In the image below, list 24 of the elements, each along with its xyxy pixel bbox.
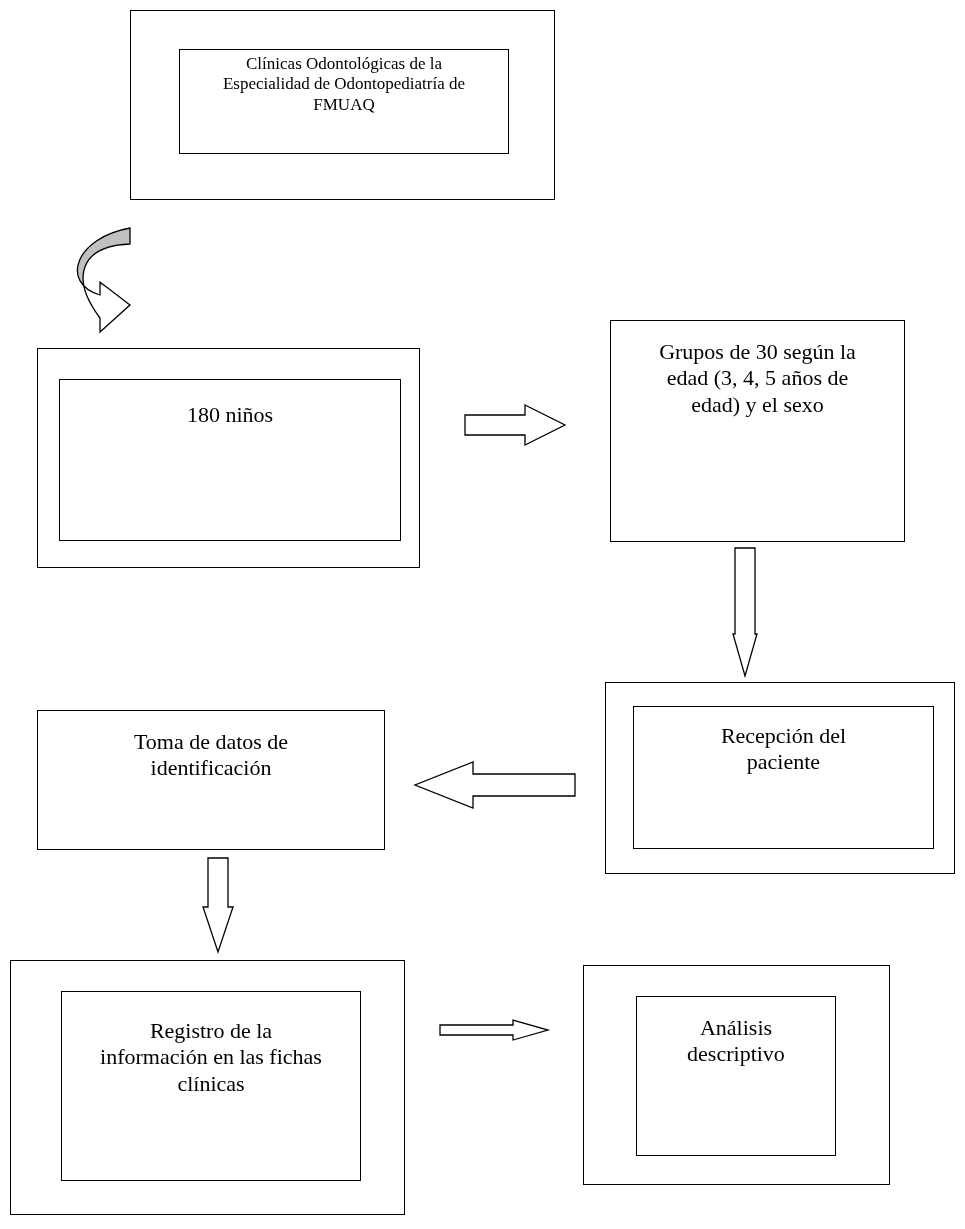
process-box bbox=[610, 320, 905, 542]
box-text: Grupos de 30 según la edad (3, 4, 5 años de edad) y el sexo bbox=[658, 339, 857, 419]
outer-frame-box bbox=[605, 682, 955, 874]
process-box bbox=[59, 379, 401, 541]
box-text: Análisis descriptivo bbox=[686, 1015, 786, 1068]
process-box bbox=[37, 710, 385, 850]
process-box bbox=[61, 991, 361, 1181]
block-arrow bbox=[202, 857, 234, 955]
block-arrow bbox=[732, 547, 758, 679]
outer-frame-box bbox=[10, 960, 405, 1215]
block-arrow bbox=[464, 403, 567, 447]
box-text: 180 niños bbox=[186, 402, 274, 429]
outer-frame-box bbox=[583, 965, 890, 1185]
process-box bbox=[179, 49, 509, 154]
box-text: Clínicas Odontológicas de la Especialidad de Odontopediatría de FMUAQ bbox=[221, 54, 467, 116]
box-text: Recepción del paciente bbox=[719, 723, 848, 776]
outer-frame-box bbox=[37, 348, 420, 568]
box-text: Registro de la información en las fichas clínicas bbox=[99, 1018, 323, 1098]
outer-frame-box bbox=[130, 10, 555, 200]
block-arrow bbox=[413, 761, 576, 809]
process-box bbox=[633, 706, 934, 849]
box-text: Toma de datos de identificación bbox=[132, 729, 290, 782]
block-arrow bbox=[439, 1019, 551, 1041]
process-box bbox=[636, 996, 836, 1156]
